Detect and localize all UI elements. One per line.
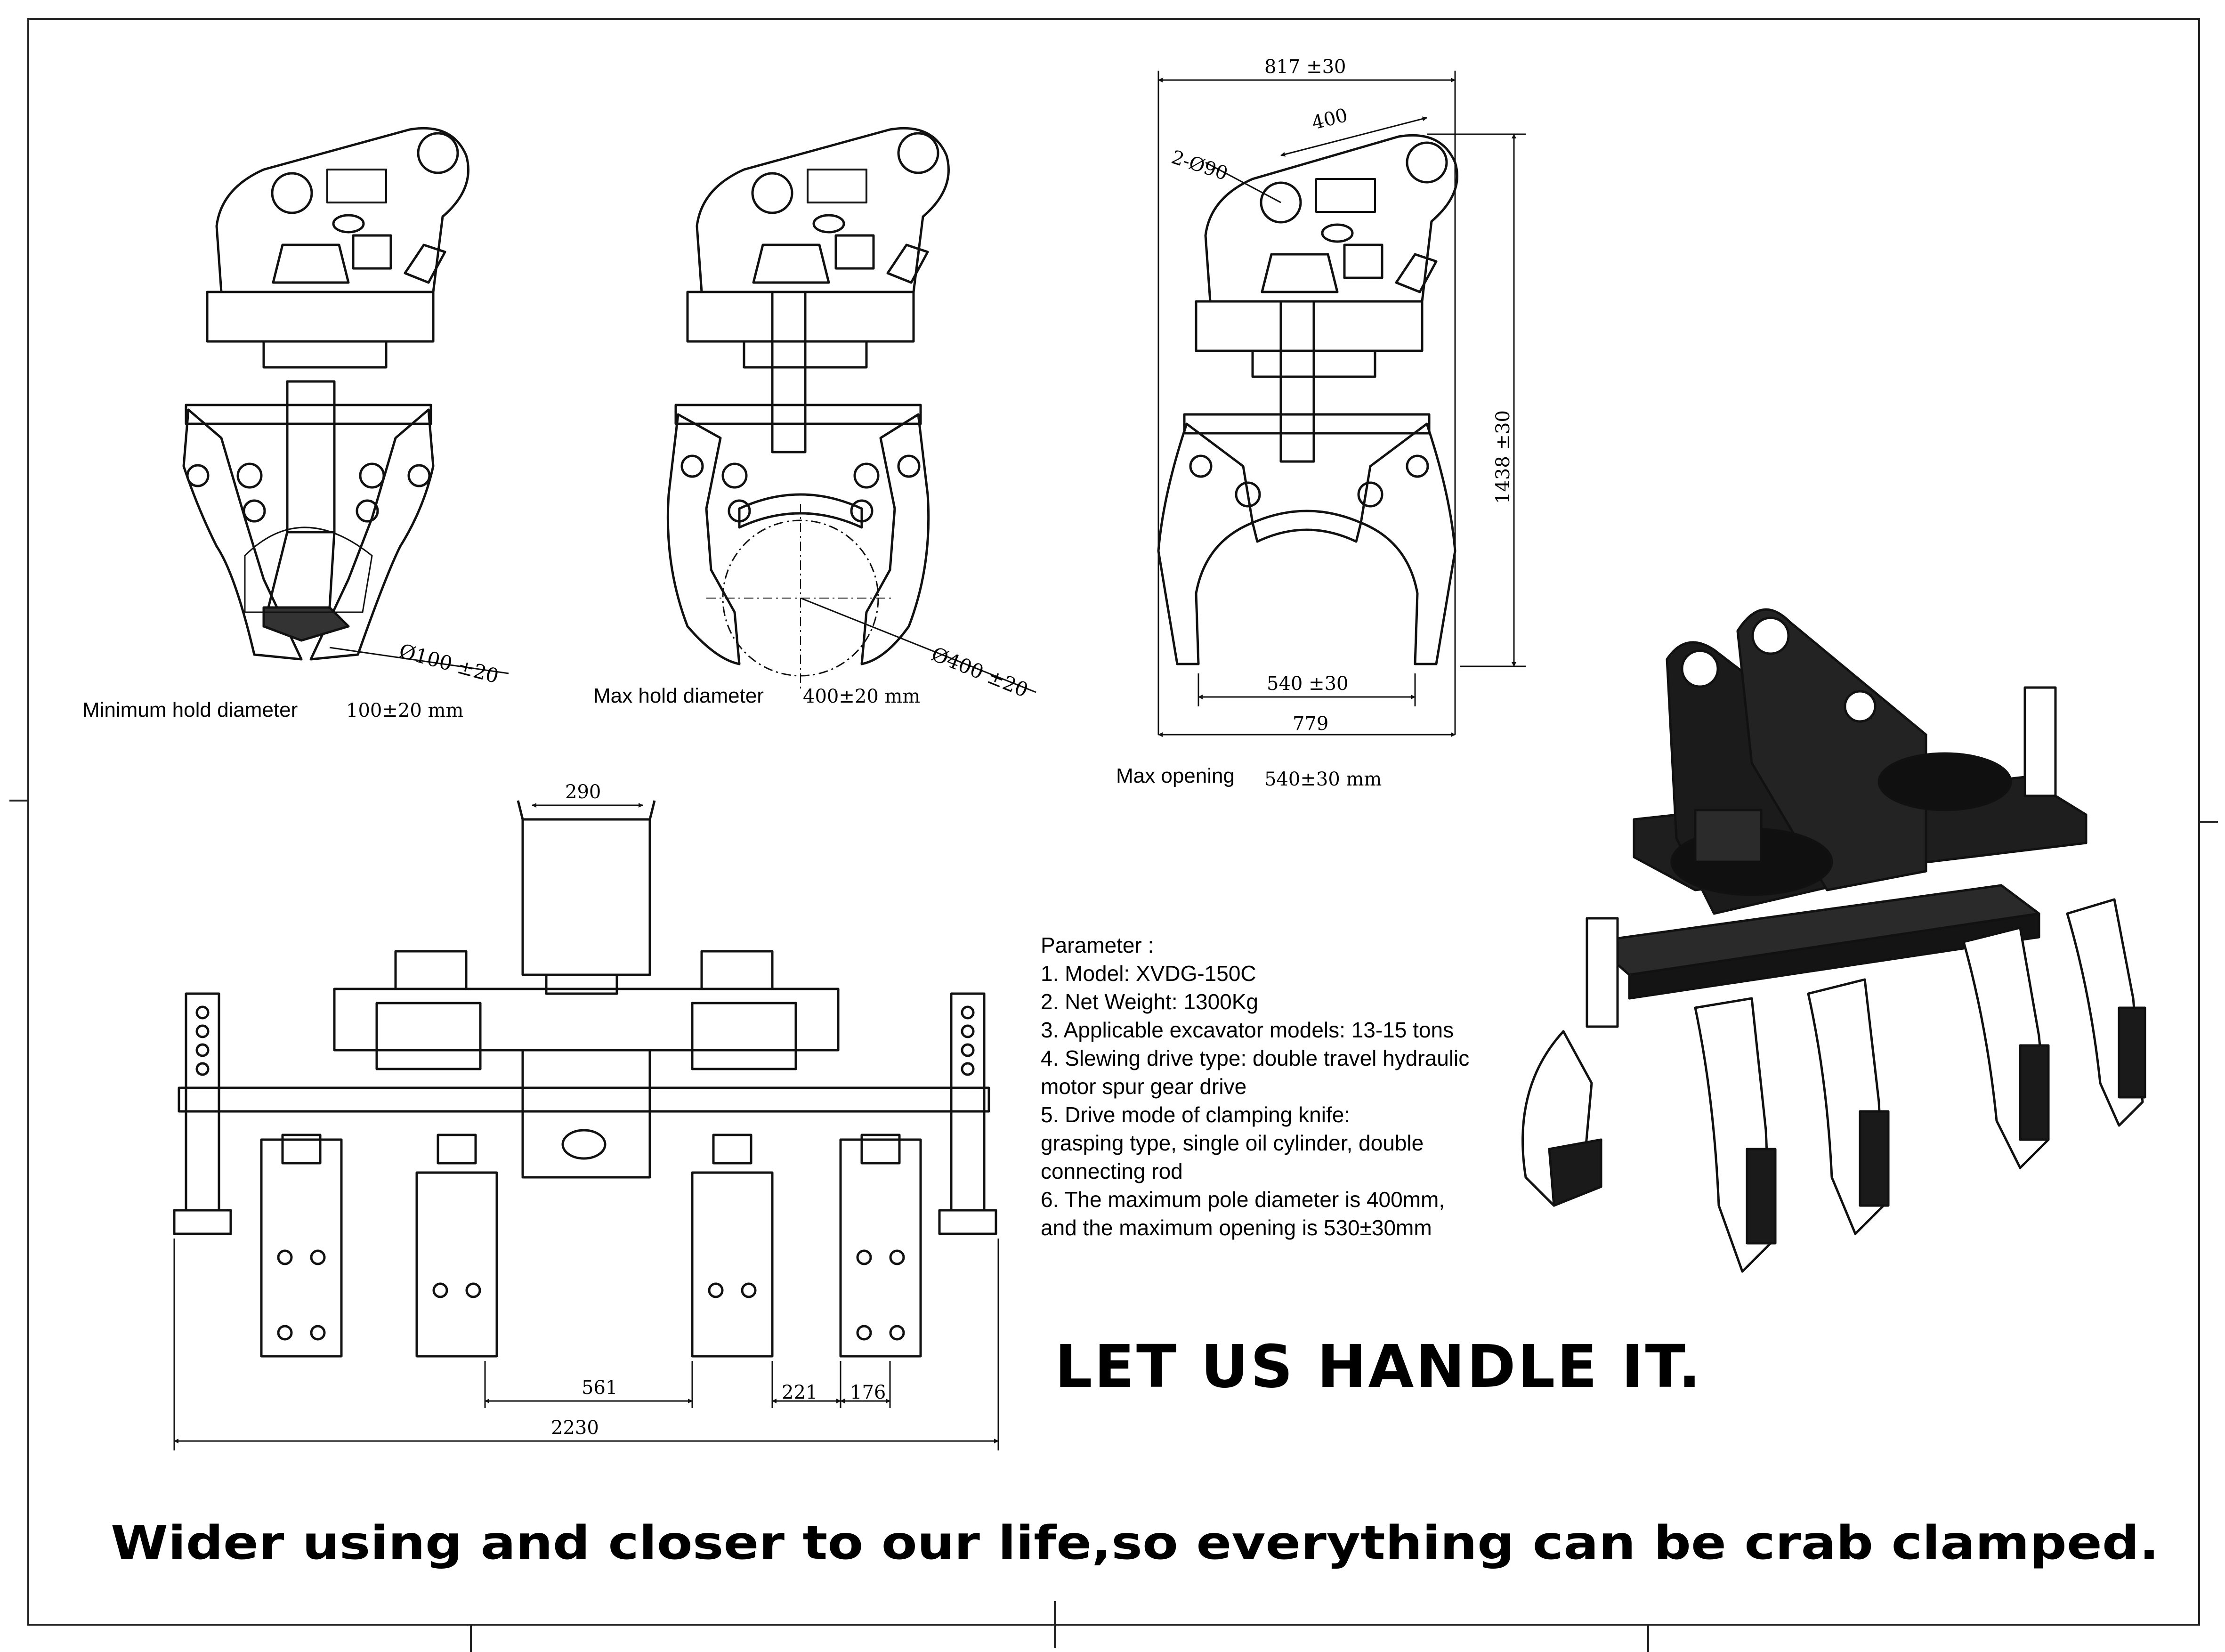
plan-view bbox=[173, 800, 997, 1358]
gripper-view-max-opening bbox=[1157, 134, 1458, 665]
gripper-view-min-hold bbox=[182, 127, 469, 661]
parameter-heading: Parameter : bbox=[1041, 933, 1154, 957]
parameter-line: connecting rod bbox=[1041, 1159, 1183, 1183]
dim-tine-pitch-b: 176 bbox=[850, 1382, 886, 1403]
parameter-line: grasping type, single oil cylinder, doub… bbox=[1041, 1131, 1424, 1155]
dim-mount-width: 290 bbox=[565, 781, 601, 803]
dim-min-hold-dia: Ø100 ±20 bbox=[396, 639, 501, 688]
dim-tine-spacing: 561 bbox=[582, 1377, 617, 1399]
caption-max-hold-value: 400±20 mm bbox=[803, 686, 920, 707]
dim-pin-spacing: 400 bbox=[1310, 105, 1350, 134]
dim-pin-holes: 2-Ø90 bbox=[1169, 146, 1230, 185]
dim-opening-inner: 540 ±30 bbox=[1267, 673, 1348, 695]
parameter-line: 2. Net Weight: 1300Kg bbox=[1041, 989, 1258, 1014]
dim-overall-width-top: 817 ±30 bbox=[1264, 56, 1346, 78]
caption-max-hold-label: Max hold diameter bbox=[593, 684, 764, 707]
parameter-line: 1. Model: XVDG-150C bbox=[1041, 961, 1256, 986]
parameter-line: 5. Drive mode of clamping knife: bbox=[1041, 1102, 1350, 1127]
caption-max-opening-label: Max opening bbox=[1116, 764, 1235, 787]
slogan: LET US HANDLE IT. bbox=[1055, 1333, 1702, 1401]
caption-max-opening-value: 540±30 mm bbox=[1264, 769, 1382, 790]
dimensions-plan-view bbox=[173, 803, 999, 1450]
dim-overall-length: 2230 bbox=[551, 1417, 599, 1439]
caption-min-hold-value: 100±20 mm bbox=[346, 700, 463, 721]
gripper-view-max-hold bbox=[666, 127, 950, 692]
dim-max-hold-dia: Ø400 ±20 bbox=[928, 642, 1031, 702]
dimensions-view-3 bbox=[1157, 71, 1526, 737]
parameter-block: Parameter : 1. Model: XVDG-150C 2. Net W… bbox=[1041, 933, 1469, 1240]
tagline: Wider using and closer to our life,so ev… bbox=[111, 1516, 2159, 1570]
caption-min-hold-label: Minimum hold diameter bbox=[82, 698, 298, 721]
parameter-line: 4. Slewing drive type: double travel hyd… bbox=[1041, 1046, 1469, 1070]
parameter-line: and the maximum opening is 530±30mm bbox=[1041, 1215, 1432, 1240]
sheet-frame bbox=[9, 18, 2218, 1652]
parameter-line: 3. Applicable excavator models: 13-15 to… bbox=[1041, 1018, 1454, 1042]
parameter-line: 6. The maximum pole diameter is 400mm, bbox=[1041, 1187, 1445, 1212]
leader-lines bbox=[329, 597, 1036, 693]
dim-opening-outer: 779 bbox=[1293, 713, 1328, 735]
dim-overall-height: 1438 ±30 bbox=[1492, 410, 1514, 504]
parameter-line: motor spur gear drive bbox=[1041, 1074, 1246, 1099]
dim-tine-pitch-a: 221 bbox=[782, 1382, 817, 1403]
gripper-3d-render bbox=[1521, 608, 2146, 1273]
